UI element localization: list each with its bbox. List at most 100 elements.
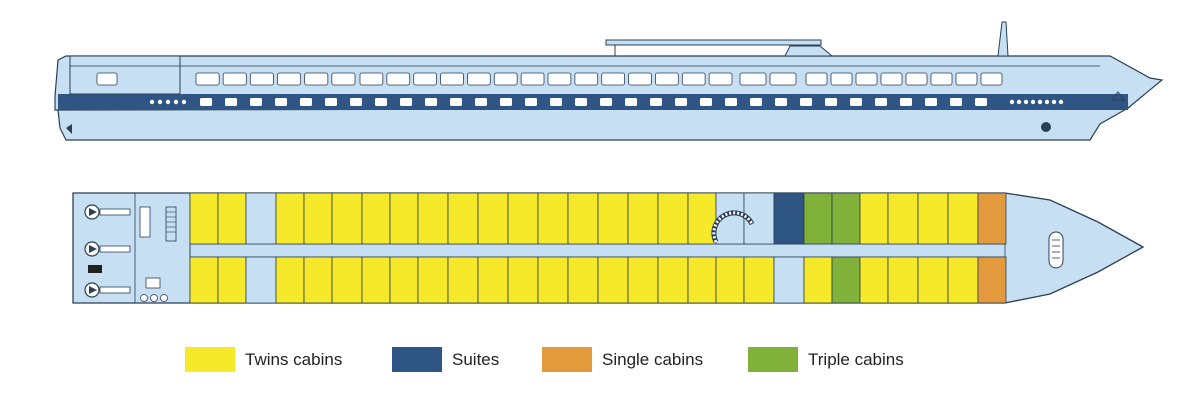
cabin-lower-25 — [917, 256, 949, 304]
side-window — [980, 72, 1003, 86]
cabin-lower-27 — [977, 256, 1007, 304]
side-window — [222, 72, 247, 86]
cabin-lower-26 — [947, 256, 979, 304]
cabin-lower-1 — [217, 256, 247, 304]
side-porthole — [825, 98, 837, 106]
legend-single: Single cabins — [542, 347, 703, 372]
service-area — [139, 206, 177, 302]
cabin-lower-13 — [567, 256, 599, 304]
cabin-upper-17 — [687, 192, 717, 245]
side-window — [880, 72, 903, 86]
side-porthole — [200, 98, 212, 106]
anchor-icon — [1041, 122, 1051, 132]
cabin-lower-11 — [507, 256, 539, 304]
side-porthole — [1030, 99, 1036, 105]
side-porthole — [675, 98, 687, 106]
cabin-lower-7 — [389, 256, 419, 304]
side-porthole — [1009, 99, 1015, 105]
side-porthole — [700, 98, 712, 106]
cabin-lower-14 — [597, 256, 629, 304]
side-window — [249, 72, 274, 86]
side-porthole — [1016, 99, 1022, 105]
cabin-upper-24 — [887, 192, 919, 245]
side-window — [628, 72, 652, 86]
cabin-upper-2 — [245, 192, 277, 245]
side-porthole — [157, 99, 163, 105]
cabin-lower-24 — [887, 256, 919, 304]
cabin-upper-7 — [389, 192, 419, 245]
side-porthole — [625, 98, 637, 106]
side-porthole — [1058, 99, 1064, 105]
side-window — [681, 72, 706, 86]
cabin-upper-6 — [361, 192, 391, 245]
side-window — [805, 72, 828, 86]
side-porthole — [149, 99, 155, 105]
side-window — [520, 72, 545, 86]
side-window — [331, 72, 356, 86]
engine-group — [84, 204, 131, 298]
side-porthole — [300, 98, 312, 106]
side-porthole — [775, 98, 787, 106]
side-window — [413, 72, 437, 86]
legend-swatch-single — [542, 347, 592, 372]
side-porthole — [400, 98, 412, 106]
cabin-upper-15 — [627, 192, 659, 245]
side-porthole — [275, 98, 287, 106]
propeller-icon — [66, 124, 72, 134]
side-window — [601, 72, 625, 86]
legend-suites: Suites — [392, 347, 499, 372]
cabin-upper-16 — [657, 192, 689, 245]
cabin-upper-14 — [597, 192, 629, 245]
side-porthole — [375, 98, 387, 106]
side-window — [830, 72, 853, 86]
side-porthole — [850, 98, 862, 106]
cabin-upper-5 — [331, 192, 363, 245]
side-window — [739, 72, 767, 86]
side-hull-lower — [57, 107, 1131, 141]
cabin-lower-21 — [803, 256, 833, 304]
side-porthole — [525, 98, 537, 106]
cabin-lower-22 — [831, 256, 861, 304]
cabin-upper-25 — [917, 192, 949, 245]
legend-swatch-triple — [748, 347, 798, 372]
side-aft-wheelhouse — [69, 55, 181, 95]
side-window — [386, 72, 411, 86]
side-porthole — [725, 98, 737, 106]
side-mast — [997, 21, 1009, 57]
deck-plan-view — [72, 192, 1145, 304]
cabin-upper-4 — [303, 192, 333, 245]
side-porthole — [475, 98, 487, 106]
side-window — [96, 72, 118, 86]
side-porthole — [173, 99, 179, 105]
side-window — [304, 72, 329, 86]
side-porthole — [575, 98, 587, 106]
side-window — [467, 72, 491, 86]
cabin-upper-10 — [477, 192, 509, 245]
bow-logo-icon — [1111, 91, 1125, 101]
side-bridge — [784, 45, 834, 57]
side-window — [855, 72, 878, 86]
cabin-upper-21 — [803, 192, 833, 245]
cabin-upper-22 — [831, 192, 861, 245]
cabin-lower-8 — [417, 256, 449, 304]
cabin-upper-8 — [417, 192, 449, 245]
side-porthole — [325, 98, 337, 106]
side-window — [708, 72, 733, 86]
cabin-lower-19 — [743, 256, 775, 304]
cabin-upper-11 — [507, 192, 539, 245]
cabin-lower-5 — [331, 256, 363, 304]
side-window — [955, 72, 978, 86]
cabin-upper-13 — [567, 192, 599, 245]
side-porthole — [181, 99, 187, 105]
deck-corridor — [189, 243, 1006, 258]
side-porthole — [425, 98, 437, 106]
side-sun-canopy — [605, 39, 822, 46]
cabin-upper-12 — [537, 192, 569, 245]
side-porthole — [975, 98, 987, 106]
side-porthole — [550, 98, 562, 106]
cabin-upper-0 — [189, 192, 219, 245]
side-window — [493, 72, 518, 86]
cabin-lower-20 — [773, 256, 805, 304]
side-porthole — [1051, 99, 1057, 105]
